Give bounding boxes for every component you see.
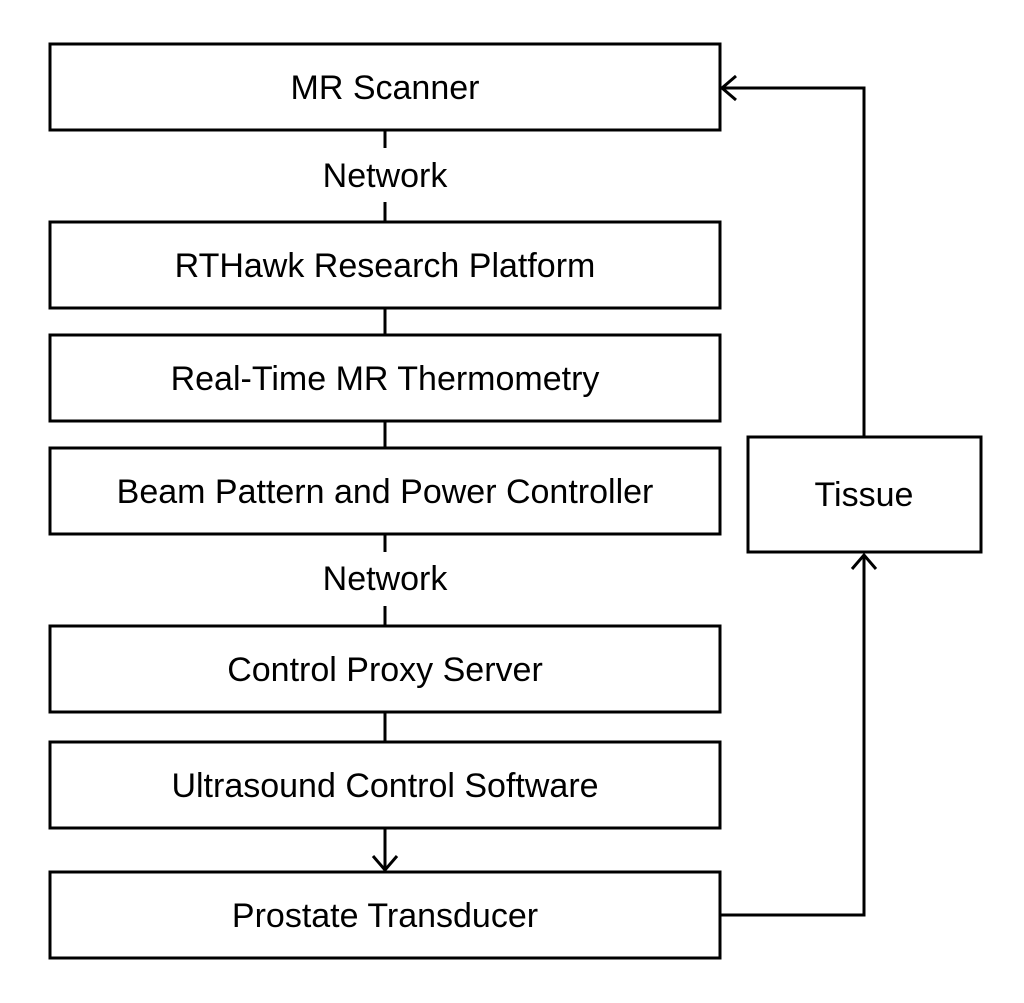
- arrowhead-left-icon: [719, 74, 737, 102]
- node-proxy-server-label: Control Proxy Server: [227, 651, 543, 689]
- node-transducer: Prostate Transducer: [48, 870, 722, 960]
- feedback-loop: [719, 74, 878, 917]
- network-label-bottom: Network: [323, 560, 449, 598]
- node-tissue-label: Tissue: [815, 476, 914, 514]
- node-thermometry: Real-Time MR Thermometry: [48, 333, 722, 423]
- node-beam-controller-label: Beam Pattern and Power Controller: [117, 473, 654, 511]
- node-rthawk: RTHawk Research Platform: [48, 220, 722, 310]
- connector-tissue-mr-scanner: [722, 86, 866, 437]
- arrowhead-up-icon: [850, 552, 878, 570]
- node-mr-scanner-label: MR Scanner: [291, 69, 480, 107]
- connector-transducer-tissue: [720, 555, 866, 917]
- network-label-top: Network: [323, 157, 449, 195]
- node-transducer-label: Prostate Transducer: [232, 897, 538, 935]
- node-ultrasound-software-label: Ultrasound Control Software: [171, 767, 598, 805]
- node-rthawk-label: RTHawk Research Platform: [175, 247, 596, 285]
- arrowhead-down-icon: [371, 855, 399, 873]
- node-ultrasound-software: Ultrasound Control Software: [48, 740, 722, 830]
- node-proxy-server: Control Proxy Server: [48, 624, 722, 714]
- node-thermometry-label: Real-Time MR Thermometry: [171, 360, 600, 398]
- connector-lines: [371, 130, 399, 873]
- node-beam-controller: Beam Pattern and Power Controller: [48, 446, 722, 536]
- node-tissue: Tissue: [746, 435, 983, 554]
- node-mr-scanner: MR Scanner: [48, 42, 722, 132]
